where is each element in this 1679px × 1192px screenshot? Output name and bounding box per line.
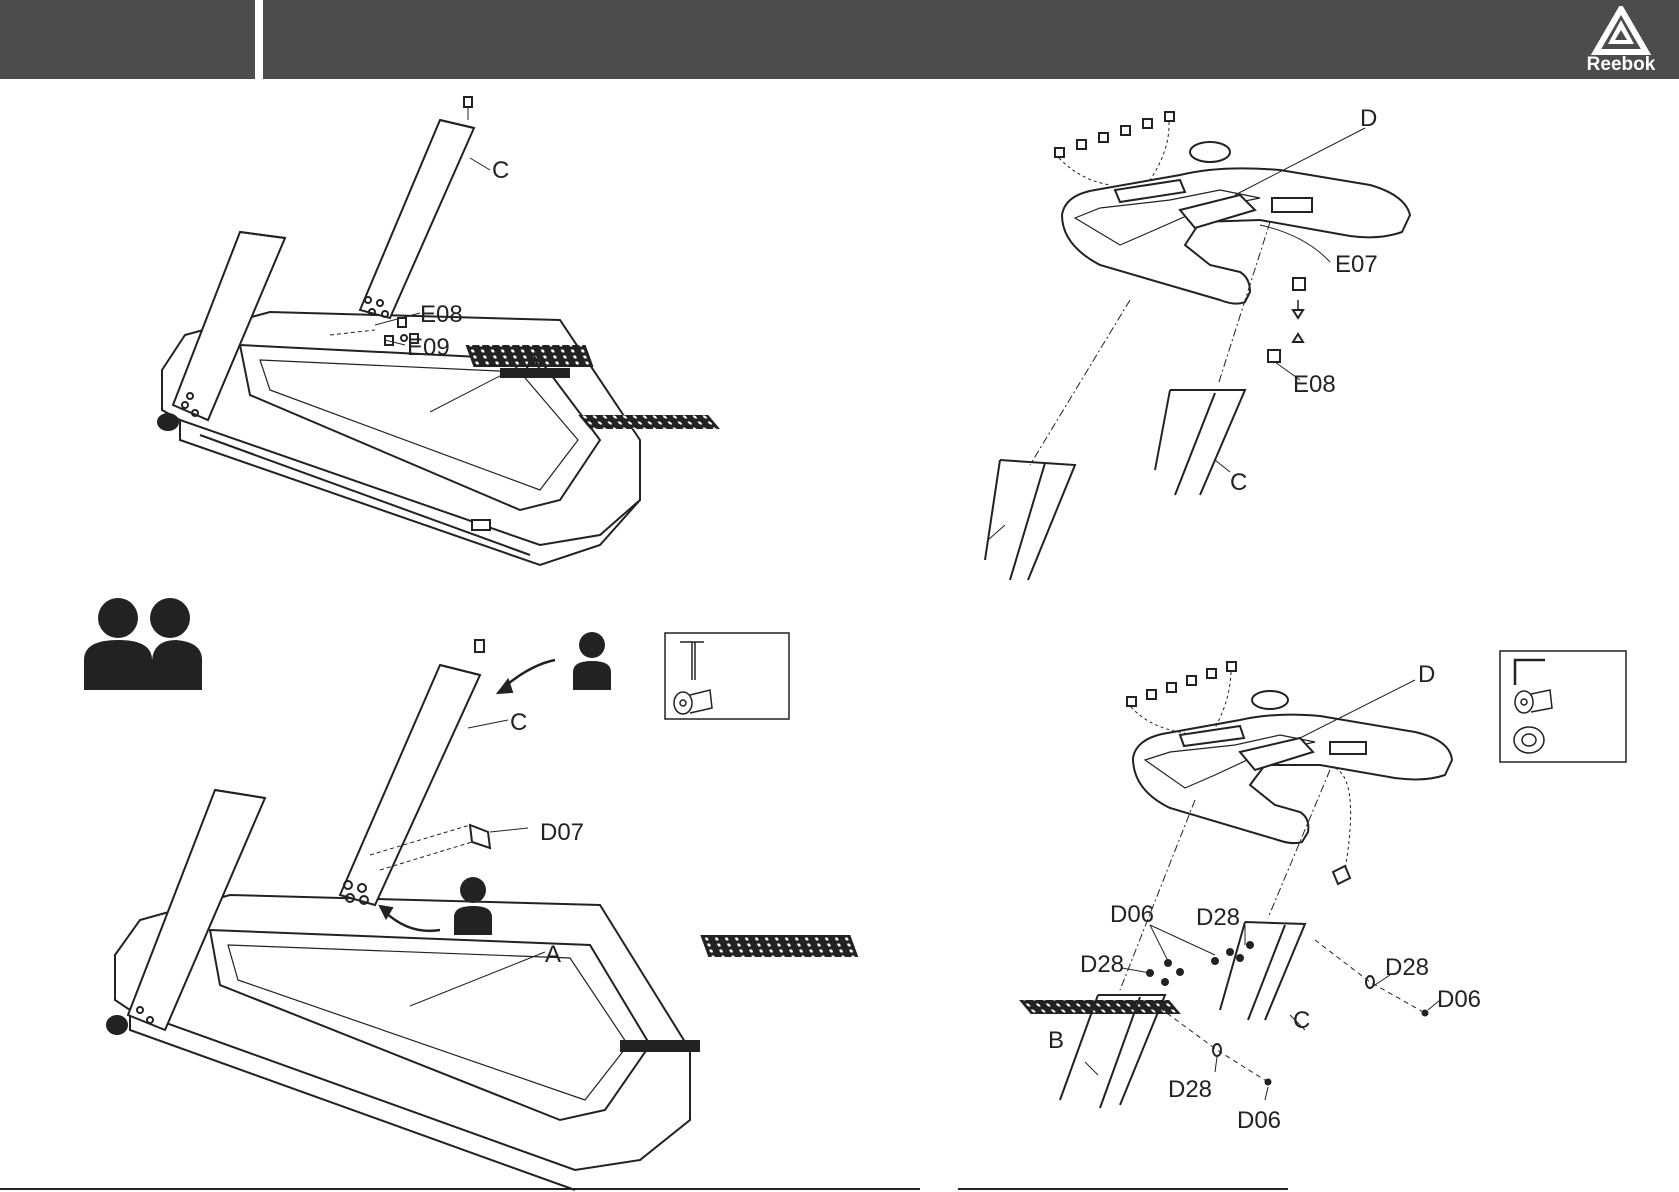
person-icon: [454, 877, 492, 935]
step4-label-d28-d: D28: [1168, 1076, 1212, 1103]
step1-label-e08: E08: [420, 301, 463, 328]
step2-label-c: C: [510, 709, 527, 736]
step4-label-c: C: [1293, 1007, 1310, 1034]
allen-key-icon: [1515, 660, 1545, 685]
bolt-icon: [674, 690, 712, 714]
footer-rule: [0, 1188, 920, 1190]
step4-label-d28-c: D28: [1385, 954, 1429, 981]
step3-label-e07: E07: [1335, 251, 1378, 278]
step2-label-d07: D07: [540, 819, 584, 846]
step3-label-e08: E08: [1293, 371, 1336, 398]
step1-label-e09: E09: [407, 334, 450, 361]
step2-diagram: [107, 640, 1181, 1190]
step1-label-c: C: [492, 157, 509, 184]
step4-diagram: [1060, 662, 1452, 1108]
step3-label-d: D: [1360, 105, 1377, 132]
tools-box-2: [1500, 651, 1626, 762]
two-people-icon: [84, 598, 202, 690]
hex-key-icon: [680, 642, 704, 680]
footer-rule-right: [958, 1188, 1288, 1190]
person-icon: [573, 632, 611, 690]
washer-icon: [1514, 727, 1544, 753]
step4-label-d06-c: D06: [1237, 1107, 1281, 1134]
tools-box-1: [665, 633, 789, 719]
step3-diagram: [985, 112, 1410, 580]
step4-label-d28-a: D28: [1196, 904, 1240, 931]
step2-label-a: A: [545, 941, 561, 968]
step4-label-d06-b: D06: [1437, 986, 1481, 1013]
step4-label-d06-a: D06: [1110, 901, 1154, 928]
step1-label-a: A: [525, 349, 541, 376]
bolt-icon: [1515, 690, 1552, 713]
step4-label-d28-b: D28: [1080, 951, 1124, 978]
step4-label-b: B: [1048, 1027, 1064, 1054]
step1-diagram: [158, 97, 720, 565]
step3-label-c: C: [1230, 469, 1247, 496]
step4-label-d: D: [1418, 661, 1435, 688]
